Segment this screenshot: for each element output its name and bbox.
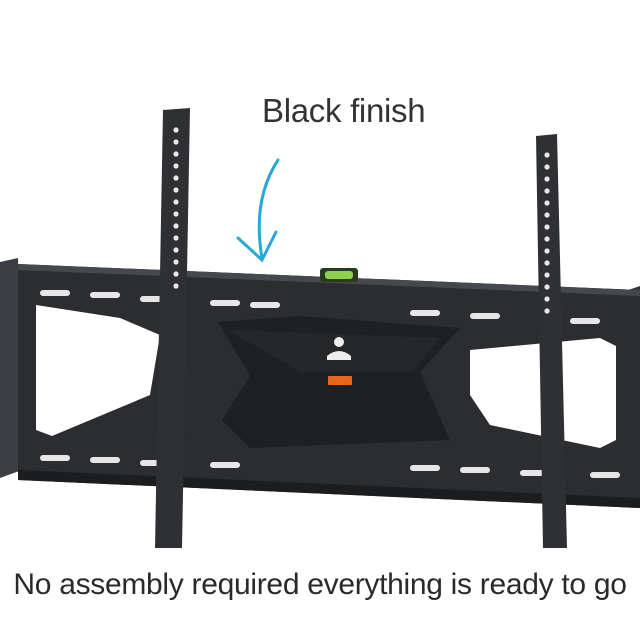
orange-release-tab <box>328 376 352 385</box>
bracket-hole <box>544 200 550 206</box>
vertical-bracket-left <box>155 108 190 548</box>
bracket-hole <box>173 139 179 145</box>
bracket-hole <box>173 175 179 181</box>
bracket-hole <box>544 260 550 266</box>
bracket-hole <box>544 164 550 170</box>
bracket-hole <box>173 199 179 205</box>
caption-black-finish: Black finish <box>262 92 426 129</box>
bracket-holes <box>173 127 550 314</box>
bracket-hole <box>173 283 179 289</box>
brand-logo <box>327 337 351 360</box>
bracket-hole <box>173 223 179 229</box>
bracket-hole <box>544 272 550 278</box>
slot <box>470 313 500 319</box>
bracket-hole <box>544 296 550 302</box>
bracket-hole <box>173 211 179 217</box>
bracket-hole <box>544 236 550 242</box>
bracket-hole <box>544 212 550 218</box>
bracket-hole <box>173 247 179 253</box>
bracket-hole <box>544 284 550 290</box>
slot <box>90 292 120 298</box>
slot <box>40 290 70 296</box>
bracket-hole <box>544 248 550 254</box>
bracket-hole <box>544 308 550 314</box>
slot <box>570 318 600 324</box>
caption-no-assembly: No assembly required everything is ready… <box>13 568 627 601</box>
bracket-hole <box>173 235 179 241</box>
arrow-icon <box>236 158 280 263</box>
slot <box>460 467 490 473</box>
mounting-slots <box>40 290 620 478</box>
slot <box>410 310 440 316</box>
bracket-hole <box>544 188 550 194</box>
bracket-hole <box>173 271 179 277</box>
vertical-bracket-right <box>536 134 567 548</box>
bracket-hole <box>544 224 550 230</box>
slot <box>210 300 240 306</box>
bracket-hole <box>173 259 179 265</box>
slot <box>210 462 240 468</box>
bracket-hole <box>544 176 550 182</box>
bracket-hole <box>173 187 179 193</box>
bracket-hole <box>544 152 550 158</box>
left-arm <box>0 258 22 478</box>
slot <box>410 465 440 471</box>
slot <box>90 457 120 463</box>
slot <box>40 455 70 461</box>
bracket-hole <box>173 127 179 133</box>
slot <box>590 472 620 478</box>
plate-cutout-left <box>36 305 160 436</box>
bracket-hole <box>173 151 179 157</box>
bracket-hole <box>173 163 179 169</box>
slot <box>250 302 280 308</box>
